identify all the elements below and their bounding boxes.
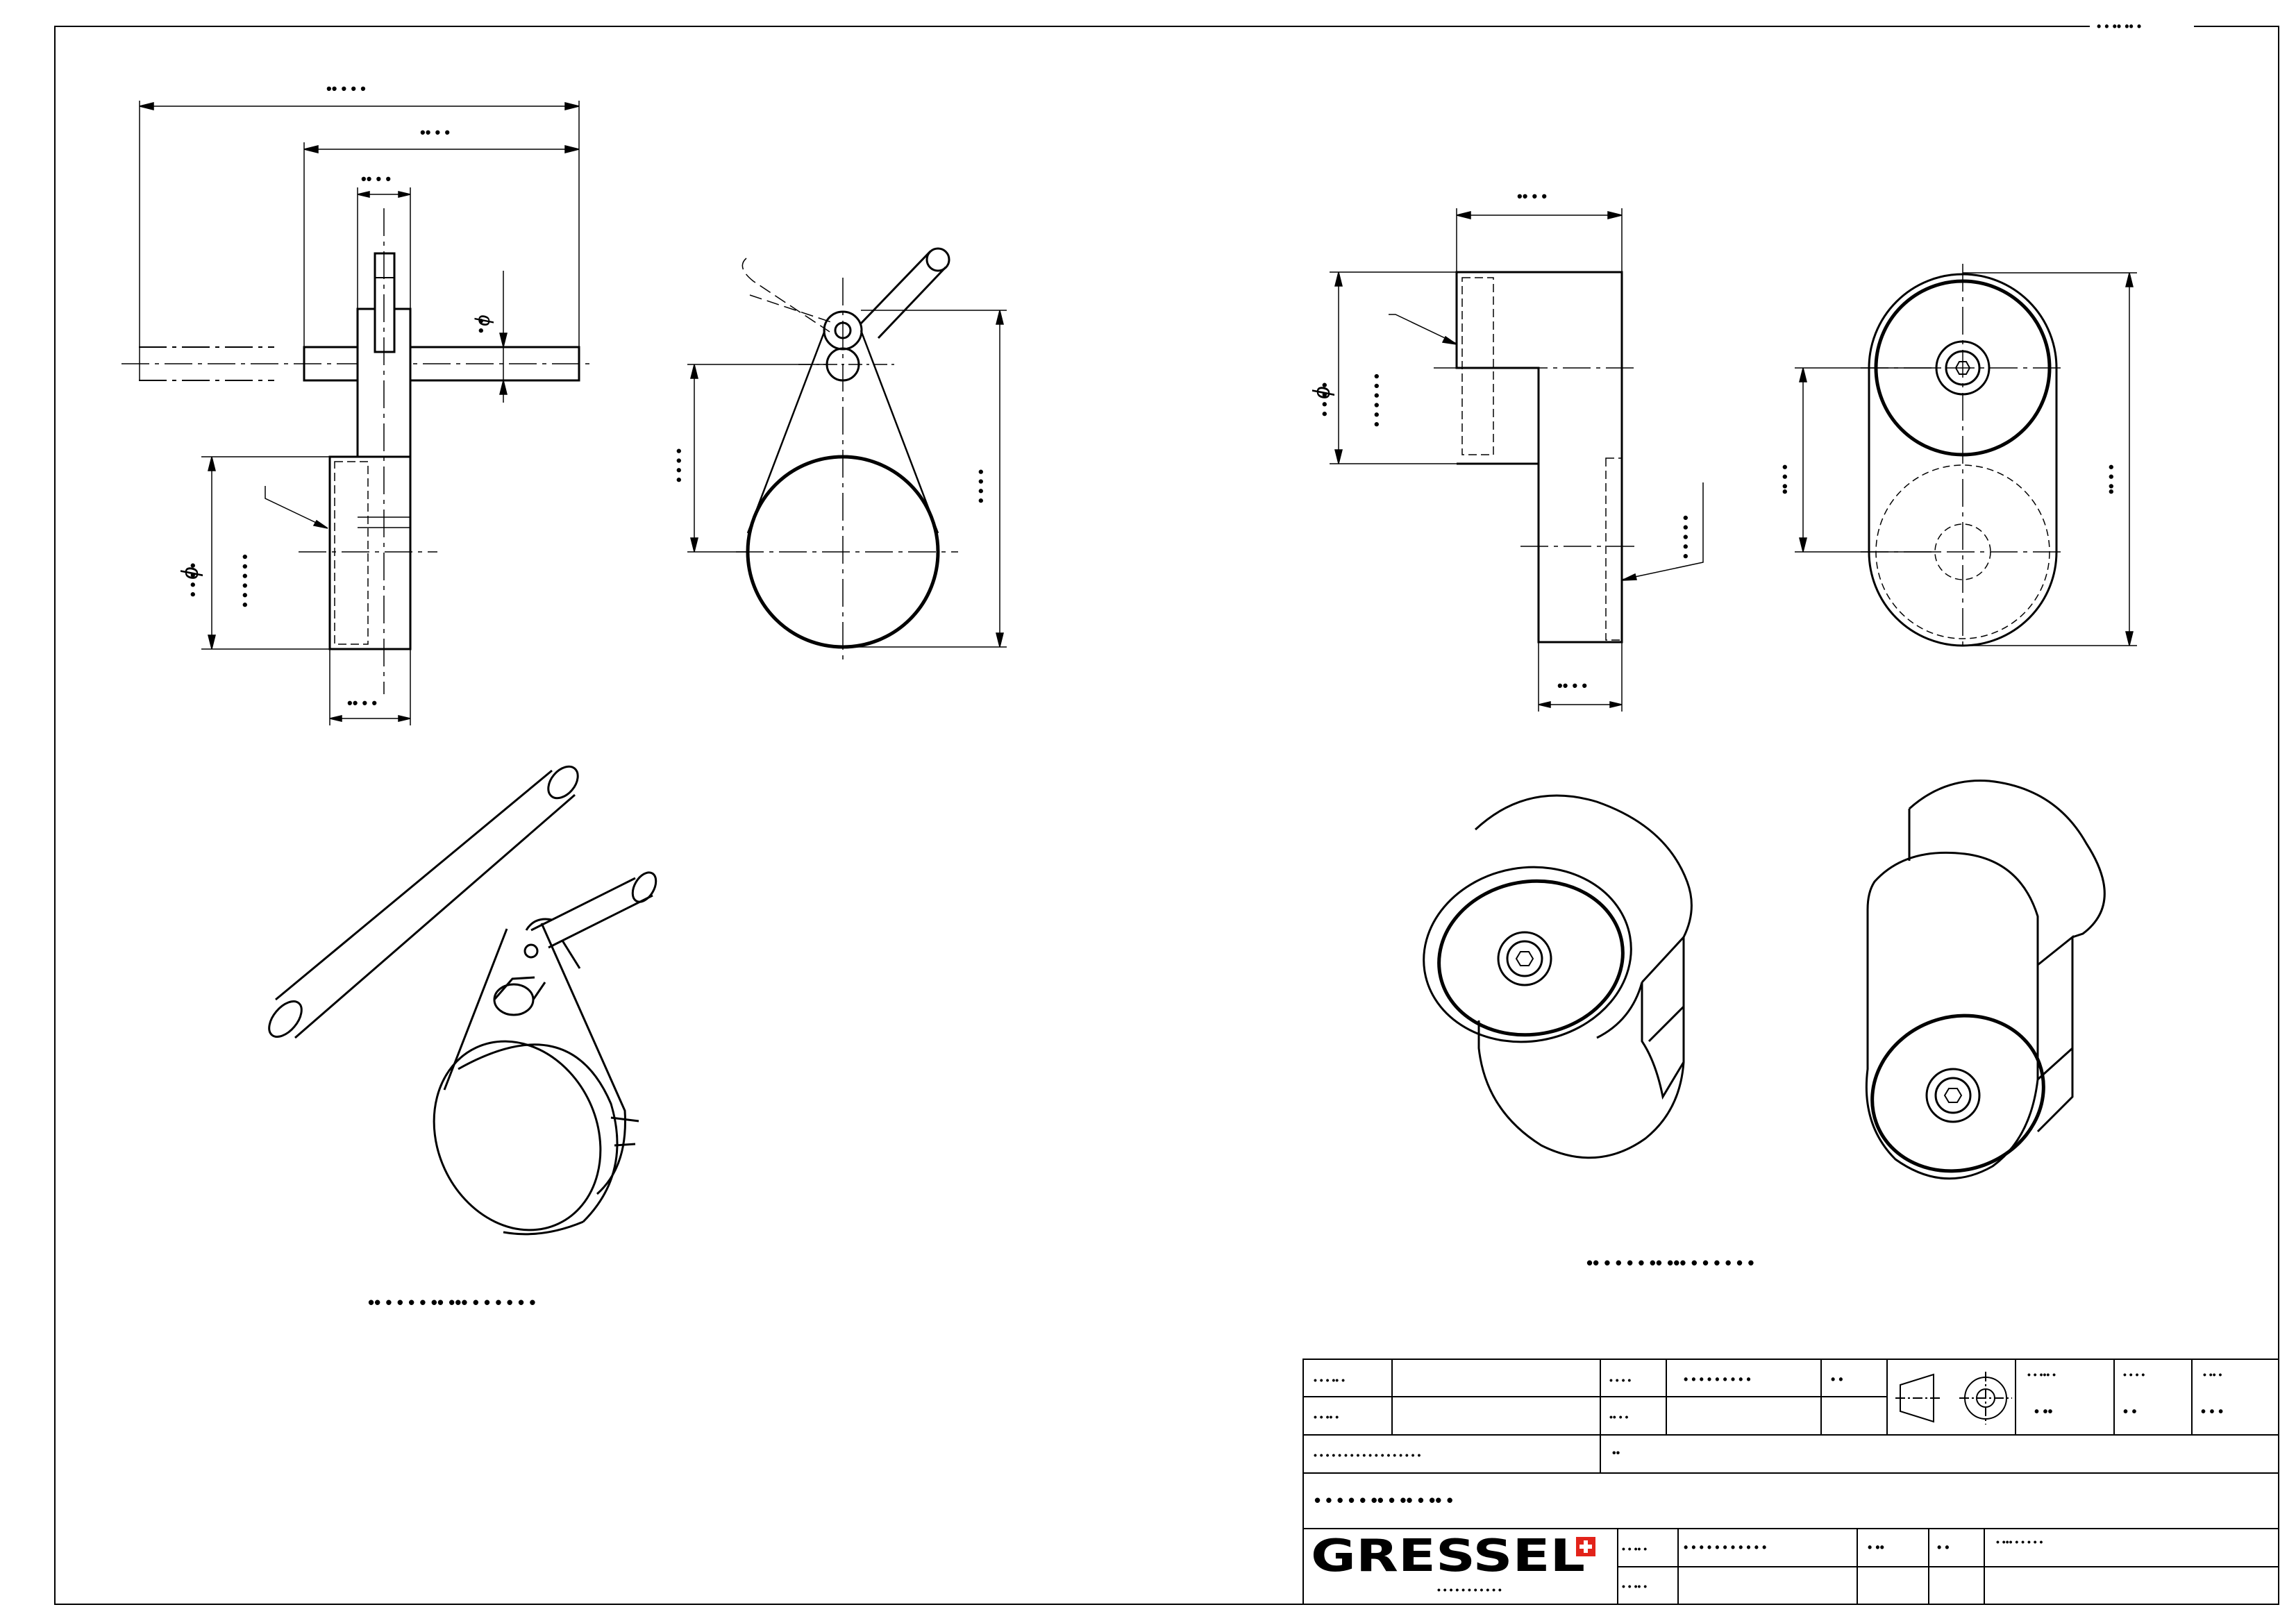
logo-wordmark: GRESSEL: [1311, 1531, 1585, 1582]
tb-sheet-header: • •• •: [2203, 1369, 2222, 1380]
tb-r3-value: ••: [1612, 1447, 1620, 1459]
tb-sheet-value: • • •: [2201, 1404, 2223, 1420]
tb-r1-label-a: • • • •• •: [1314, 1374, 1345, 1386]
tb-b2-label: • • •• •: [1622, 1581, 1647, 1592]
tb-scale-value-1: • ••: [2034, 1404, 2053, 1420]
tb-scale-header-1: • • ••• •: [2027, 1369, 2056, 1380]
right-side-dimensions: [1330, 208, 1704, 712]
tb-r1-value-b: • • • • • • • • •: [1684, 1372, 1751, 1386]
tb-scale-header-2: • • • •: [2123, 1369, 2145, 1380]
dim-right-height-right: •• • •: [2102, 464, 2120, 494]
dim-right-dia-symbol: ϕ: [1309, 386, 1335, 399]
tb-scale-value-2: • •: [2123, 1404, 2137, 1420]
dim-right-dia: • • • •: [1316, 382, 1333, 417]
dim-top-long: •• • • •: [326, 80, 366, 97]
dim-right-dia-note: • • • • • •: [1368, 373, 1385, 427]
title-block: [1302, 1359, 2279, 1605]
tb-b1-label: • • •• •: [1622, 1543, 1647, 1554]
dim-right-note: • • • • •: [1677, 515, 1694, 559]
tb-r1-small: • •: [1831, 1372, 1843, 1386]
dim-bottom: •• • •: [347, 694, 377, 712]
iso-left-caption: •• • • • • •• ••• • • • • • •: [368, 1292, 535, 1313]
dim-top-mid: •• • •: [420, 124, 450, 141]
dim-dia-left: • • • •: [184, 563, 201, 597]
tb-b1-note: • ••• • • • • •: [1996, 1536, 2043, 1547]
dim-dia-left-symbol: ϕ: [177, 566, 203, 580]
tb-b1-c3: • ••: [1868, 1540, 1884, 1554]
dim-phi-small-symbol: ϕ: [471, 314, 494, 326]
iso-right-caption: •• • • • • •• ••• • • • • • •: [1586, 1252, 1754, 1273]
tb-main-title: • • • • • •• • •• • •• •: [1314, 1490, 1453, 1511]
left-isometric-view: [268, 765, 657, 1236]
logo-tagline: • • • • • • • • • • •: [1437, 1584, 1502, 1595]
left-side-view: [121, 208, 590, 694]
tb-b1-value: • • • • • • • • • • •: [1684, 1540, 1766, 1554]
dim-right-bottom: •• • •: [1557, 677, 1587, 694]
dim-dia-left-note: • • • • • •: [236, 554, 253, 607]
corner-mark: • • •• •• •: [2097, 19, 2141, 33]
right-front-dimensions: [1795, 272, 2137, 646]
tb-r2-label-a: • • •• •: [1314, 1411, 1339, 1422]
dim-side-left: • • • •: [670, 448, 687, 482]
tb-b1-c4: • •: [1937, 1540, 1950, 1554]
drawing-frame: [54, 26, 2279, 1605]
right-isometric-view-1: [1423, 794, 1693, 1159]
tb-r2-label-b: •• • •: [1609, 1411, 1628, 1422]
left-front-dimensions: [687, 310, 1007, 648]
dim-right-top: •• • •: [1517, 187, 1547, 205]
projection-symbol: [1895, 1372, 2012, 1424]
dim-right-height-left: •• • •: [1776, 464, 1793, 494]
dim-side-right: • • • •: [972, 469, 989, 503]
dim-phi-small: • •: [472, 318, 489, 333]
tb-r3-label: • • • • • • • • • • • • • • • • • •: [1314, 1449, 1421, 1461]
gressel-logo: GRESSEL • • • • • • • • • • •: [1311, 1531, 1595, 1595]
dim-top-short: •• • •: [361, 170, 391, 187]
right-isometric-view-2: [1865, 780, 2106, 1180]
tb-r1-label-b: • • • •: [1609, 1374, 1631, 1386]
left-side-dimensions: [139, 101, 580, 725]
